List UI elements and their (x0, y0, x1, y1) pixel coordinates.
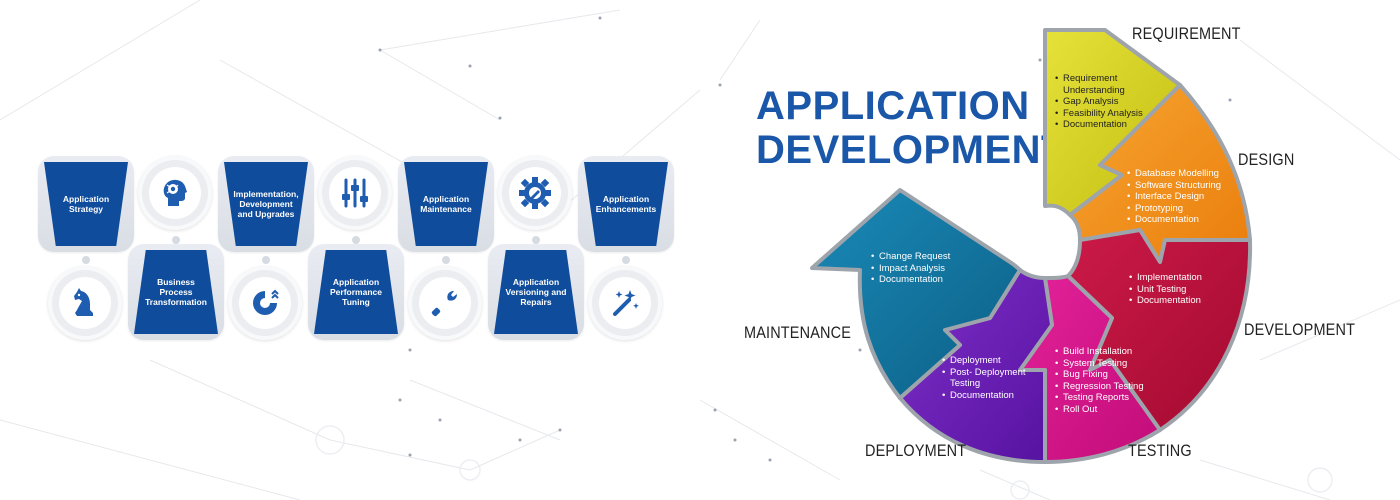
icon-circle (138, 156, 212, 230)
stage-maintenance-segment (810, 188, 1022, 400)
icon-circle (498, 156, 572, 230)
connector-dot (172, 236, 180, 244)
stage-label-deployment: DEPLOYMENT (865, 441, 967, 460)
service-label: Implementation, Development and Upgrades (233, 189, 299, 219)
service-label: Application Strategy (62, 194, 110, 214)
list-item: Documentation (1128, 295, 1228, 307)
list-item: Unit Testing (1128, 284, 1228, 296)
list-item: Interface Design (1126, 191, 1241, 203)
list-item: Testing Reports (1054, 392, 1154, 404)
cycle-center (1015, 210, 1075, 270)
connector-dot (352, 236, 360, 244)
stage-label-development: DEVELOPMENT (1244, 320, 1356, 339)
connector-dot (532, 236, 540, 244)
list-item: Bug Fixing (1054, 369, 1154, 381)
deployment-items: Deployment Post- Deployment Testing Docu… (941, 355, 1029, 401)
service-tile-application-maintenance[interactable]: Application Maintenance (398, 156, 494, 252)
stage-label-design: DESIGN (1238, 150, 1295, 169)
title-line-2: DEVELOPMENT (756, 128, 1066, 172)
maintenance-items: Change Request Impact Analysis Documenta… (870, 251, 965, 286)
list-item: Documentation (870, 274, 965, 286)
list-item: Prototyping (1126, 203, 1241, 215)
list-item: Software Structuring (1126, 180, 1241, 192)
sliders-icon (342, 178, 368, 208)
service-label: Application Performance Tuning (330, 277, 382, 307)
service-tile-performance-tuning[interactable]: Application Performance Tuning (308, 244, 404, 340)
connector-dot (262, 256, 270, 264)
stage-label-maintenance: MAINTENANCE (744, 323, 852, 342)
service-tile-versioning-repairs[interactable]: Application Versioning and Repairs (488, 244, 584, 340)
requirement-items: Requirement Understanding Gap Analysis F… (1054, 73, 1149, 131)
service-tile-business-process[interactable]: Business Process Transformation (128, 244, 224, 340)
connector-dot (622, 256, 630, 264)
service-label: Business Process Transformation (145, 277, 207, 307)
cycle-chart-icon (253, 289, 279, 315)
list-item: Requirement Understanding (1054, 73, 1149, 96)
service-tile-implementation[interactable]: Implementation, Development and Upgrades (218, 156, 314, 252)
icon-circle (588, 266, 662, 340)
list-item: Deployment (941, 355, 1029, 367)
chess-knight-icon (74, 288, 93, 316)
list-item: Gap Analysis (1054, 96, 1149, 108)
service-label: Application Maintenance (420, 194, 472, 214)
list-item: Feasibility Analysis (1054, 108, 1149, 120)
list-item: Documentation (941, 390, 1029, 402)
connector-dot (442, 256, 450, 264)
list-item: Impact Analysis (870, 263, 965, 275)
connector-dot (82, 256, 90, 264)
list-item: Documentation (1126, 214, 1241, 226)
service-tile-application-strategy[interactable]: Application Strategy (38, 156, 134, 252)
icon-circle (318, 156, 392, 230)
testing-items: Build Installation System Testing Bug Fi… (1054, 346, 1154, 415)
title-line-1: APPLICATION (756, 84, 1030, 128)
icon-circle (48, 266, 122, 340)
list-item: Database Modelling (1126, 168, 1241, 180)
wrench-icon (431, 291, 457, 317)
design-items: Database Modelling Software Structuring … (1126, 168, 1241, 226)
list-item: Change Request (870, 251, 965, 263)
service-label: Application Enhancements (595, 194, 657, 214)
icon-circle (228, 266, 302, 340)
stage-label-testing: TESTING (1128, 441, 1192, 460)
list-item: Regression Testing (1054, 381, 1154, 393)
gear-settings-icon (519, 177, 551, 209)
magic-wand-icon (613, 290, 639, 316)
service-label: Application Versioning and Repairs (505, 277, 567, 307)
list-item: Post- Deployment Testing (941, 367, 1029, 390)
stage-label-requirement: REQUIREMENT (1132, 24, 1241, 43)
ai-brain-head-icon (163, 179, 187, 206)
list-item: Build Installation (1054, 346, 1154, 358)
list-item: Documentation (1054, 119, 1149, 131)
list-item: Roll Out (1054, 404, 1154, 416)
list-item: Implementation (1128, 272, 1228, 284)
icon-circle (408, 266, 482, 340)
development-items: Implementation Unit Testing Documentatio… (1128, 272, 1228, 307)
service-tile-application-enhancements[interactable]: Application Enhancements (578, 156, 674, 252)
diagram-title: APPLICATION DEVELOPMENT (756, 84, 1066, 172)
list-item: System Testing (1054, 358, 1154, 370)
